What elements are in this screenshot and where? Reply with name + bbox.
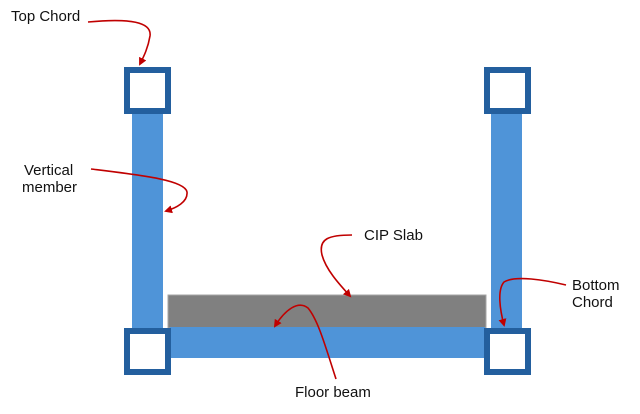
top-chord-left [124, 67, 171, 114]
left-vertical-member [132, 114, 163, 328]
bottom-chord-label-line1: Bottom [572, 277, 620, 294]
vertical-member-label-line2: member [22, 179, 78, 196]
top-chord-label: Top Chord [11, 8, 81, 25]
cip-slab [167, 294, 487, 329]
cip-slab-arrow [320, 234, 353, 298]
top-chord-right [484, 67, 531, 114]
right-vertical-member [491, 114, 522, 328]
top-chord-arrow [87, 19, 151, 66]
bottom-chord-label-line2: Chord [572, 294, 613, 311]
floor-beam-arrow [273, 304, 337, 380]
floor-beam-label: Floor beam [295, 384, 371, 401]
cip-slab-label: CIP Slab [364, 227, 423, 244]
bottom-chord-left [124, 328, 171, 375]
vertical-member-arrow [90, 168, 188, 214]
bottom-chord-arrow [498, 277, 567, 327]
bottom-chord-right [484, 328, 531, 375]
vertical-member-label-line1: Vertical [24, 162, 74, 179]
